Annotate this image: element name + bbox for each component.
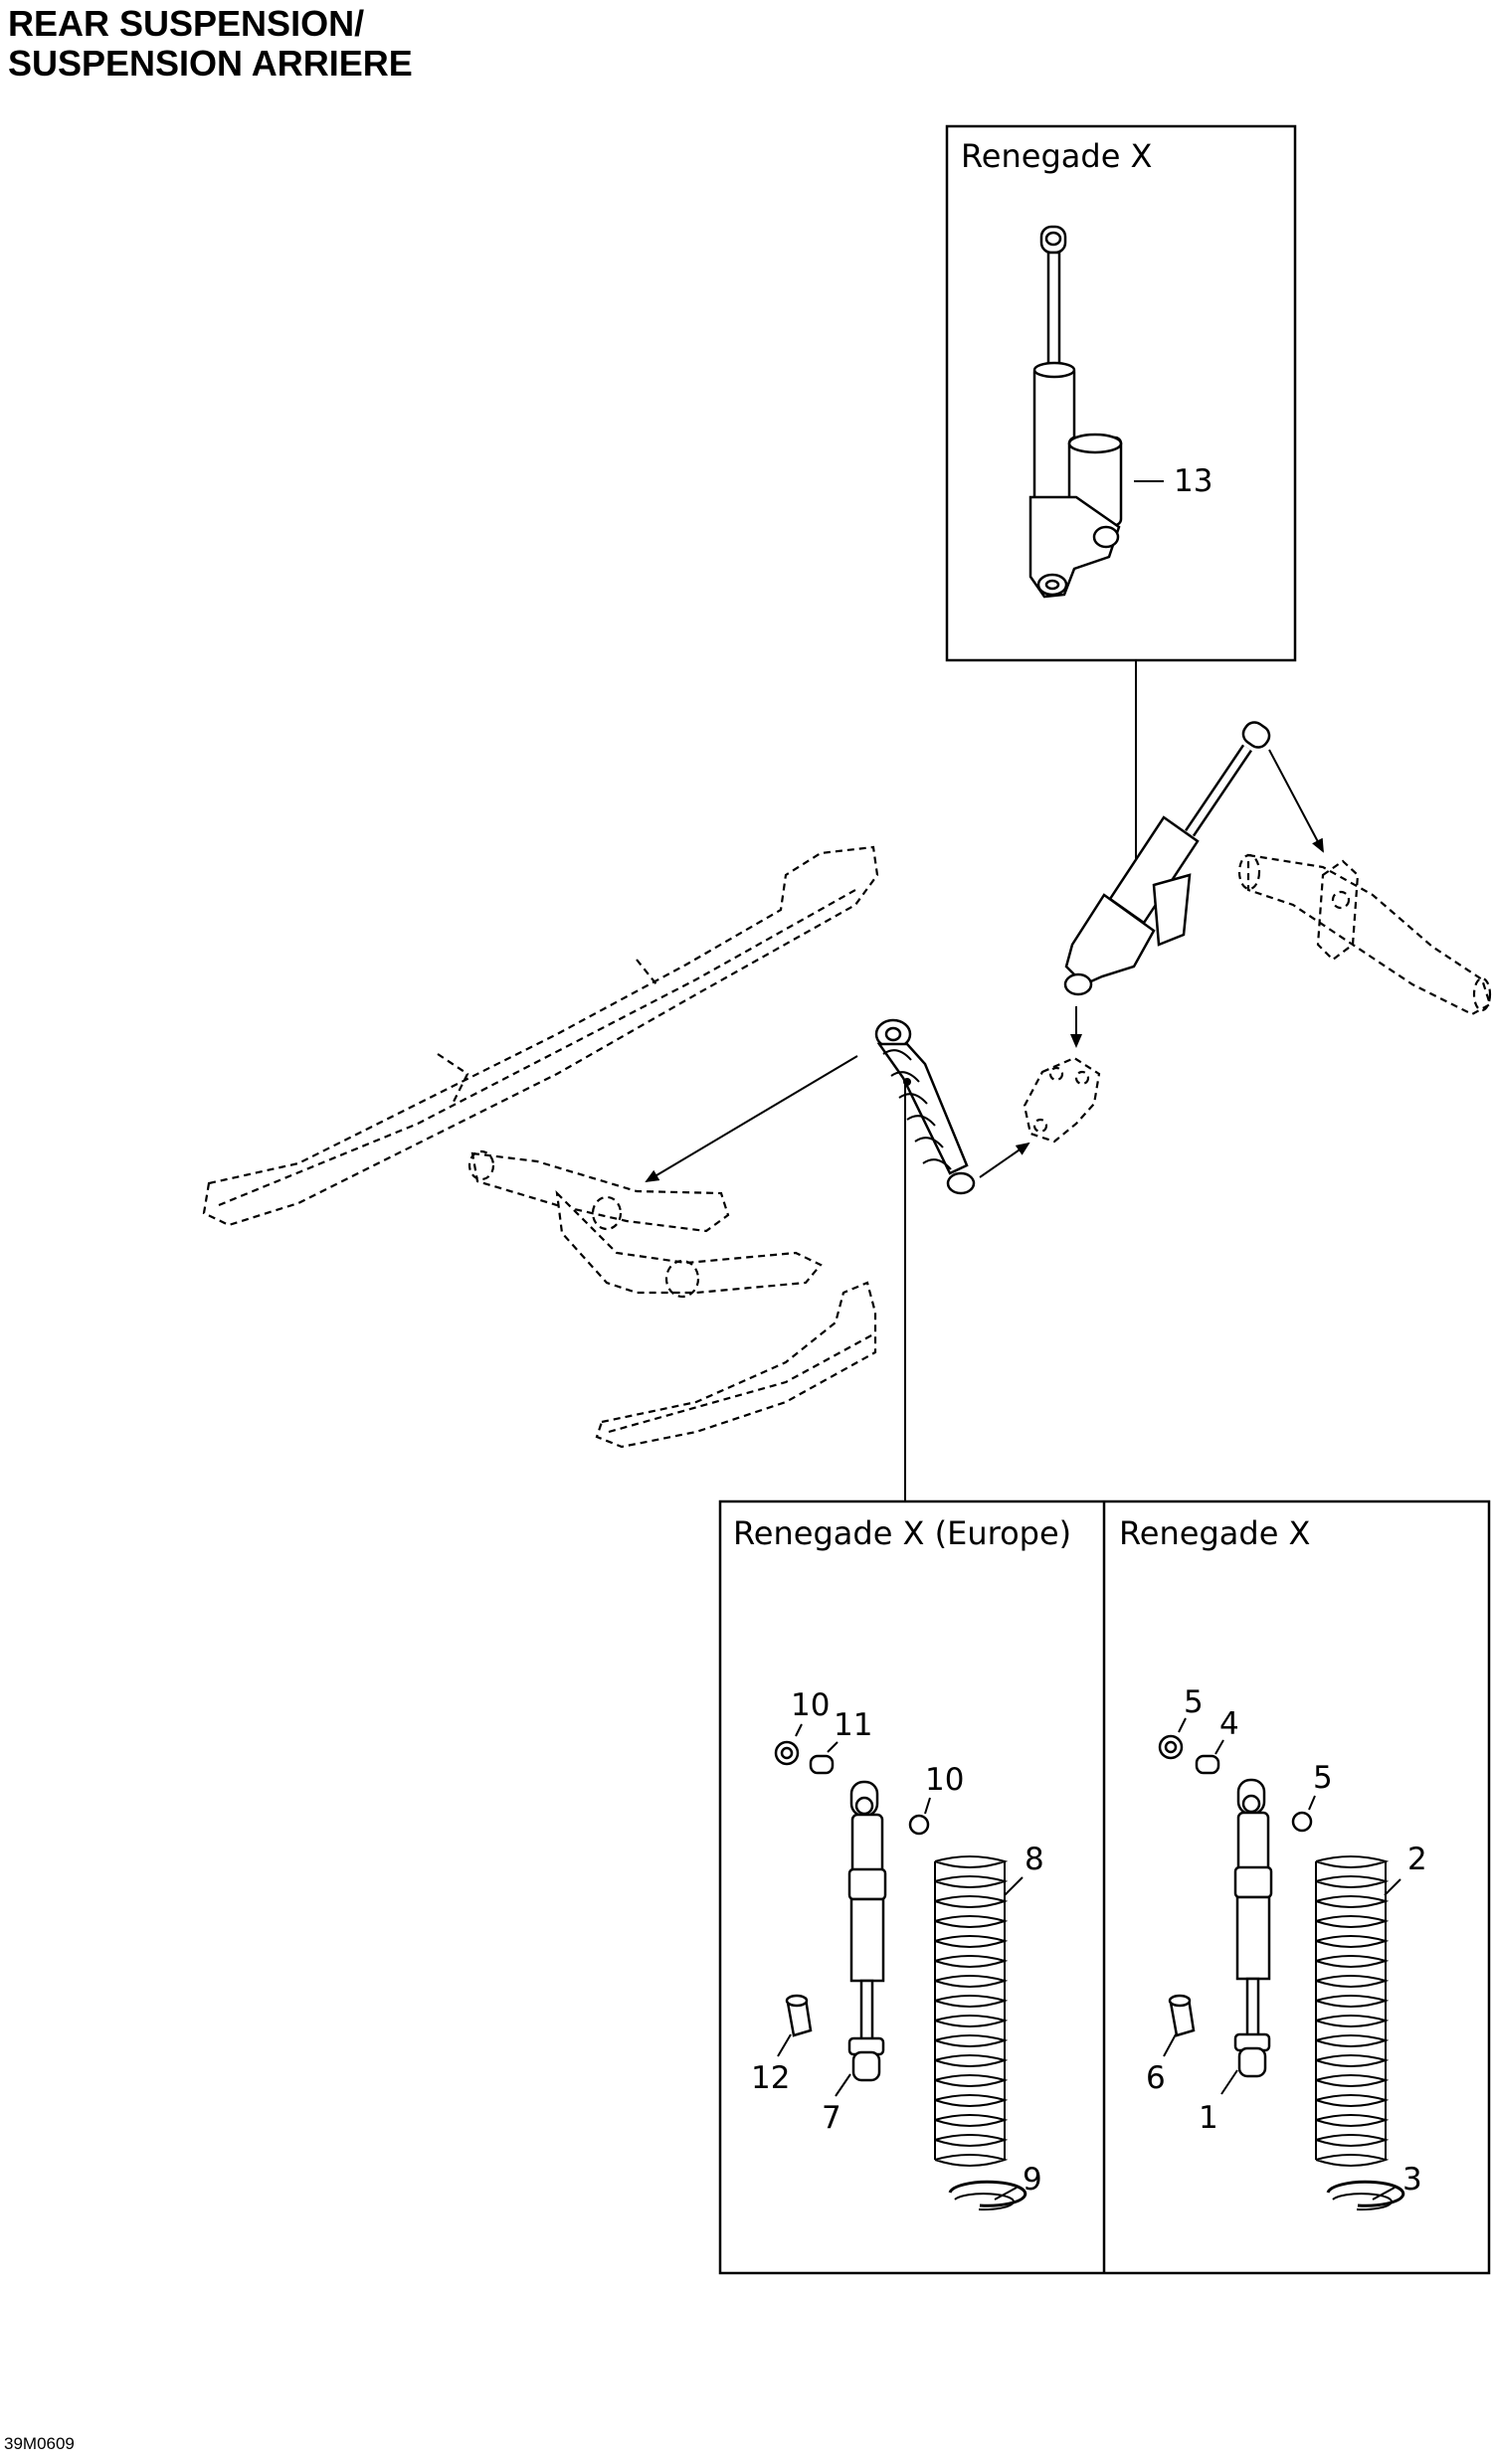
mounting-bracket-dashed (1023, 1056, 1101, 1144)
shock-absorber-1-illustration (1158, 1734, 1313, 2078)
callout-leader-10a (795, 1723, 803, 1737)
callout-10a: 10 (791, 1687, 830, 1723)
callout-10b: 10 (925, 1762, 964, 1798)
bottom-right-box-label: Renegade X (1119, 1514, 1310, 1552)
callout-4: 4 (1219, 1706, 1239, 1742)
callout-5b: 5 (1313, 1760, 1333, 1796)
left-slide-rail-dashed (202, 845, 879, 1227)
callout-7: 7 (822, 2100, 841, 2136)
callout-leader-3 (1372, 2187, 1396, 2200)
arrow-shock-to-frame (1268, 749, 1324, 853)
callout-1: 1 (1199, 2100, 1218, 2136)
callout-8: 8 (1025, 1842, 1044, 1877)
callout-leader-5a (1178, 1717, 1187, 1733)
front-arm-dashed (467, 1149, 823, 1299)
callout-leader-5b (1308, 1795, 1316, 1811)
callout-13: 13 (1174, 463, 1212, 499)
coil-over-shock-illustration (874, 1018, 976, 1195)
spring-2-illustration (1315, 1855, 1387, 2167)
callout-leader-6 (1163, 2033, 1177, 2057)
callout-leader-12 (777, 2033, 792, 2057)
callout-2: 2 (1407, 1842, 1427, 1877)
rear-cross-shaft-dashed (1237, 853, 1492, 1016)
callout-3: 3 (1402, 2162, 1422, 2198)
callout-12: 12 (751, 2060, 790, 2096)
arrow-coilover-to-bracket (979, 1142, 1030, 1178)
callout-leader-8 (1004, 1876, 1024, 1896)
callout-6: 6 (1146, 2060, 1166, 2096)
callout-leader-1 (1220, 2069, 1238, 2095)
callout-leader-2 (1384, 1878, 1401, 1896)
renegade-x-top-box (945, 124, 1297, 662)
retaining-ring-3-illustration (1326, 2180, 1405, 2211)
bottom-left-box-label: Renegade X (Europe) (733, 1514, 1071, 1552)
retaining-ring-9-illustration (948, 2180, 1027, 2211)
callout-leader-9 (994, 2187, 1018, 2200)
top-box-label: Renegade X (961, 137, 1152, 175)
spring-8-illustration (934, 1855, 1009, 2167)
callout-leader-11 (827, 1741, 839, 1753)
right-slide-rail-dashed (595, 1281, 877, 1449)
page-title: REAR SUSPENSION/ SUSPENSION ARRIERE (8, 4, 413, 84)
callout-leader-10b (924, 1797, 931, 1815)
shock-absorber-7-illustration (774, 1740, 930, 2082)
title-line-1: REAR SUSPENSION/ (8, 3, 365, 44)
callout-11: 11 (834, 1707, 872, 1743)
callout-leader-4 (1214, 1739, 1224, 1755)
title-line-2: SUSPENSION ARRIERE (8, 43, 413, 84)
callout-9: 9 (1023, 2162, 1042, 2198)
installed-shock-13-illustration (1063, 721, 1271, 996)
callout-leader-7 (835, 2073, 851, 2097)
arrow-coilover-to-arm (645, 1055, 858, 1183)
callout-5a: 5 (1184, 1684, 1204, 1720)
figure-code: 39M0609 (4, 2434, 75, 2453)
shock-absorber-13-illustration (1028, 225, 1123, 599)
